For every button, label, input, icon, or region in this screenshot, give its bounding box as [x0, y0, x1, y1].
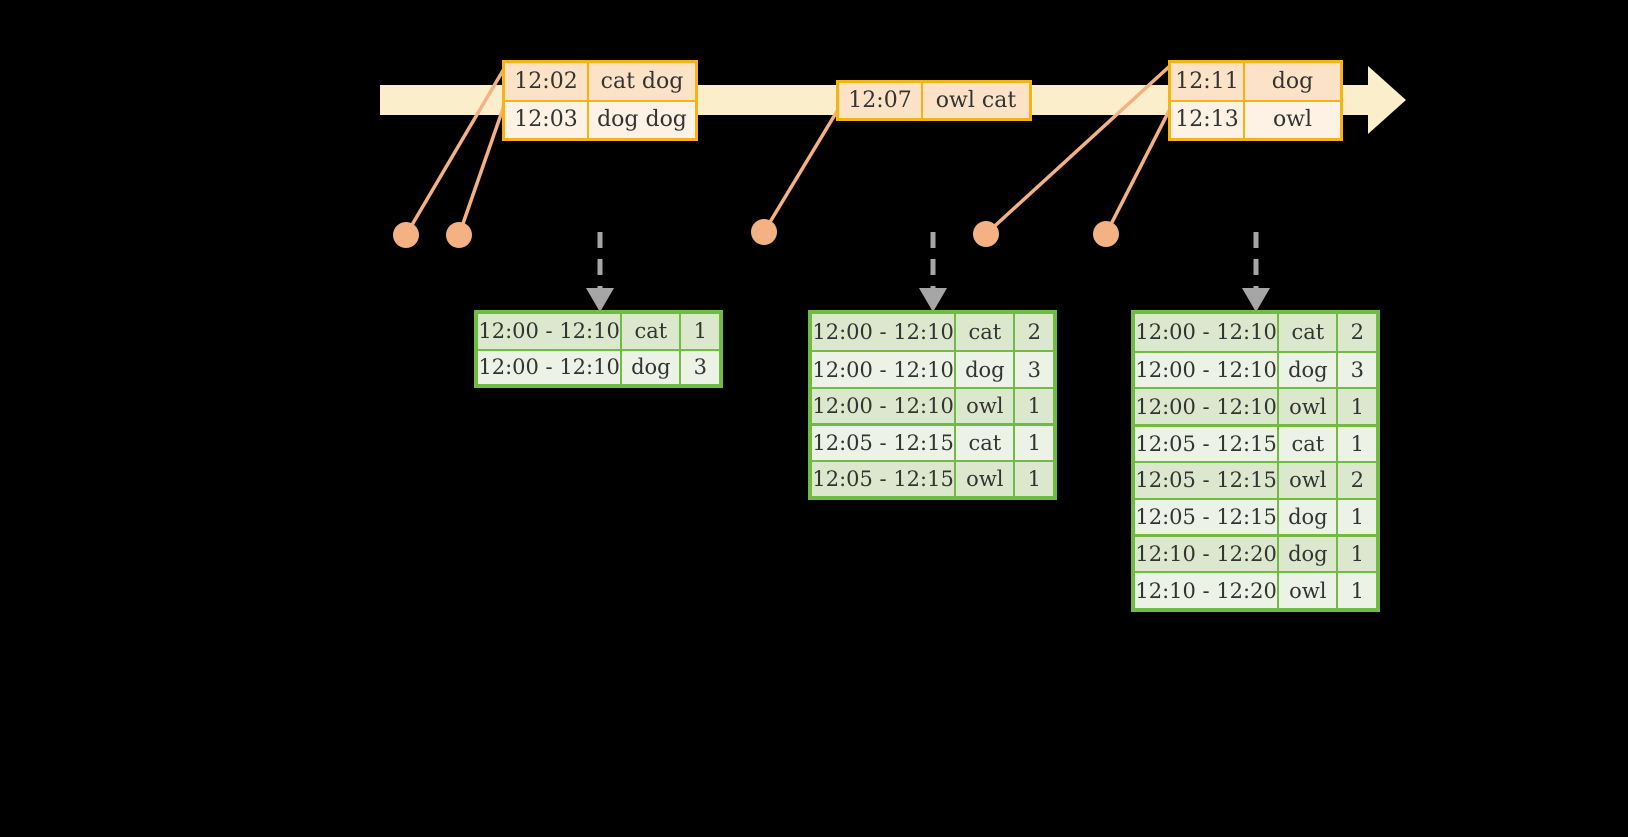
- event-box-1[interactable]: 12:02 cat dog 12:03 dog dog: [502, 60, 698, 141]
- cell-count: 1: [1027, 466, 1041, 491]
- event-words: owl cat: [935, 88, 1017, 113]
- table-row[interactable]: 12:05 - 12:15 dog 1: [1135, 497, 1376, 535]
- marker-dots: [393, 219, 1119, 248]
- marker-dot-4: [973, 221, 999, 247]
- cell-window: 12:10 - 12:20: [1135, 537, 1280, 572]
- cell-count: 3: [1350, 358, 1364, 383]
- marker-dot-5: [1093, 221, 1119, 247]
- cell-key: dog: [956, 352, 1016, 387]
- result-table-2[interactable]: 12:00 - 12:10 cat 2 12:00 - 12:10 dog 3 …: [808, 310, 1057, 500]
- cell-window: 12:05 - 12:15: [1135, 427, 1280, 461]
- cell-key: dog: [622, 350, 682, 384]
- table-row[interactable]: 12:00 - 12:10 dog 3: [812, 350, 1053, 387]
- cell-window: 12:05 - 12:15: [1135, 462, 1280, 498]
- event-time: 12:11: [1171, 63, 1245, 100]
- cell-key: dog: [1279, 499, 1339, 535]
- event-words: cat dog: [600, 68, 684, 94]
- table-row[interactable]: 12:00 - 12:10 owl 1: [1135, 387, 1376, 425]
- event-row[interactable]: 12:03 dog dog: [505, 99, 695, 138]
- table-row[interactable]: 12:05 - 12:15 owl 1: [812, 459, 1053, 497]
- table-row[interactable]: 12:00 - 12:10 dog 3: [1135, 350, 1376, 388]
- cell-count: 1: [1350, 578, 1364, 603]
- cell-window: 12:05 - 12:15: [1135, 499, 1280, 535]
- flow-arrows: [586, 232, 1270, 312]
- cell-count: 1: [1350, 505, 1364, 530]
- table-row[interactable]: 12:00 - 12:10 cat 1: [478, 314, 719, 349]
- cell-window: 12:00 - 12:10: [1135, 389, 1280, 425]
- marker-dot-2: [446, 222, 472, 248]
- table-row[interactable]: 12:00 - 12:10 cat 2: [1135, 314, 1376, 351]
- cell-window: 12:00 - 12:10: [1135, 352, 1280, 388]
- cell-key: dog: [1279, 352, 1339, 388]
- table-row[interactable]: 12:00 - 12:10 cat 2: [812, 314, 1053, 351]
- event-words: dog dog: [597, 107, 687, 133]
- cell-count: 2: [1027, 320, 1041, 345]
- cell-count: 3: [1027, 357, 1041, 382]
- event-time: 12:07: [839, 83, 923, 118]
- cell-window: 12:05 - 12:15: [812, 461, 957, 497]
- cell-count: 1: [1027, 393, 1041, 418]
- cell-key: cat: [1279, 314, 1339, 351]
- event-row[interactable]: 12:02 cat dog: [505, 63, 695, 100]
- table-row[interactable]: 12:05 - 12:15 cat 1: [812, 423, 1053, 460]
- flow-arrow-1: [586, 232, 614, 312]
- cell-window: 12:00 - 12:10: [478, 350, 623, 384]
- table-row[interactable]: 12:10 - 12:20 owl 1: [1135, 571, 1376, 608]
- table-row[interactable]: 12:05 - 12:15 cat 1: [1135, 424, 1376, 461]
- event-words: owl: [1272, 107, 1313, 133]
- event-time: 12:03: [505, 101, 589, 138]
- cell-window: 12:05 - 12:15: [812, 426, 957, 460]
- cell-count: 1: [1350, 542, 1364, 567]
- connector-line-3: [762, 107, 841, 233]
- cell-window: 12:00 - 12:10: [478, 314, 623, 349]
- cell-key: cat: [622, 314, 682, 349]
- event-time: 12:13: [1171, 101, 1245, 138]
- result-table-3[interactable]: 12:00 - 12:10 cat 2 12:00 - 12:10 dog 3 …: [1131, 310, 1380, 612]
- event-row[interactable]: 12:11 dog: [1171, 63, 1340, 100]
- event-row[interactable]: 12:13 owl: [1171, 99, 1340, 138]
- cell-window: 12:10 - 12:20: [1135, 573, 1280, 608]
- cell-key: cat: [1279, 427, 1339, 461]
- cell-count: 3: [693, 355, 707, 380]
- cell-count: 1: [1350, 394, 1364, 419]
- cell-key: cat: [956, 426, 1016, 460]
- cell-key: owl: [956, 388, 1016, 424]
- marker-dot-1: [393, 222, 419, 248]
- connector-line-2: [457, 99, 508, 236]
- cell-count: 1: [1027, 430, 1041, 455]
- event-row[interactable]: 12:07 owl cat: [839, 83, 1029, 118]
- cell-key: owl: [956, 461, 1016, 497]
- connector-line-5: [1104, 104, 1174, 235]
- table-row[interactable]: 12:10 - 12:20 dog 1: [1135, 534, 1376, 572]
- table-row[interactable]: 12:00 - 12:10 owl 1: [812, 386, 1053, 424]
- event-box-2[interactable]: 12:07 owl cat: [836, 80, 1032, 121]
- event-words: dog: [1271, 68, 1314, 94]
- event-time: 12:02: [505, 63, 589, 100]
- cell-key: owl: [1279, 462, 1339, 498]
- cell-window: 12:00 - 12:10: [812, 388, 957, 424]
- cell-key: owl: [1279, 573, 1339, 608]
- flow-arrow-3: [1242, 232, 1270, 312]
- table-row[interactable]: 12:00 - 12:10 dog 3: [478, 348, 719, 384]
- cell-count: 2: [1350, 320, 1364, 345]
- result-table-1[interactable]: 12:00 - 12:10 cat 1 12:00 - 12:10 dog 3: [474, 310, 723, 388]
- cell-key: owl: [1279, 389, 1339, 425]
- connector-line-1: [404, 61, 510, 236]
- cell-count: 1: [693, 319, 707, 344]
- cell-window: 12:00 - 12:10: [812, 352, 957, 387]
- cell-window: 12:00 - 12:10: [1135, 314, 1280, 351]
- event-box-3[interactable]: 12:11 dog 12:13 owl: [1168, 60, 1343, 141]
- cell-count: 1: [1350, 432, 1364, 457]
- cell-count: 2: [1350, 468, 1364, 493]
- table-row[interactable]: 12:05 - 12:15 owl 2: [1135, 460, 1376, 498]
- cell-window: 12:00 - 12:10: [812, 314, 957, 351]
- cell-key: dog: [1279, 537, 1339, 572]
- flow-arrow-2: [919, 232, 947, 312]
- marker-dot-3: [751, 219, 777, 245]
- cell-key: cat: [956, 314, 1016, 351]
